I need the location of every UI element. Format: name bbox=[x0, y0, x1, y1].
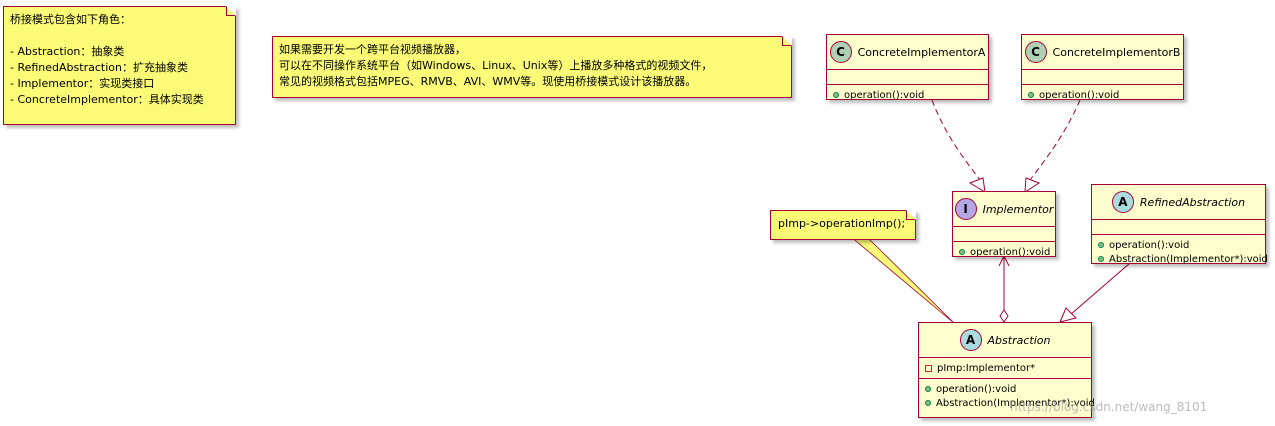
class-fields bbox=[1092, 220, 1265, 235]
method-row: operation():void bbox=[925, 382, 1085, 396]
public-visibility-icon bbox=[925, 386, 931, 392]
aggregation-diamond bbox=[999, 309, 1009, 323]
note-line: pImp->operationImp(); bbox=[778, 217, 906, 230]
realization-line-b bbox=[1029, 99, 1081, 181]
method-signature: Abstraction(Implementor*):void bbox=[1109, 253, 1268, 265]
class-stereotype-icon: C bbox=[1024, 41, 1047, 63]
note-line: 可以在不同操作系统平台（如Windows、Linux、Unix等）上播放多种格式… bbox=[279, 59, 713, 72]
note-line: - Abstraction：抽象类 bbox=[10, 45, 125, 58]
class-name: ConcreteImplementorB bbox=[1052, 45, 1181, 59]
generalization-line bbox=[1069, 262, 1131, 316]
class-header: C ConcreteImplementorB bbox=[1022, 35, 1183, 70]
method-signature: operation():void bbox=[1039, 89, 1120, 101]
class-methods: operation():void bbox=[827, 85, 988, 107]
note-line: - ConcreteImplementor：具体实现类 bbox=[10, 93, 204, 106]
class-name: Implementor bbox=[982, 202, 1054, 216]
note-line: 常见的视频格式包括MPEG、RMVB、AVI、WMV等。现使用桥接模式设计该播放… bbox=[279, 75, 697, 88]
generalization-arrow bbox=[1059, 307, 1077, 323]
class-methods: operation():void bbox=[1022, 85, 1183, 107]
method-row: operation():void bbox=[833, 88, 982, 102]
class-implementor[interactable]: I Implementor operation():void bbox=[952, 191, 1056, 258]
realization-arrow-a bbox=[968, 177, 986, 193]
class-header: C ConcreteImplementorA bbox=[827, 35, 988, 70]
scenario-note: 如果需要开发一个跨平台视频播放器， 可以在不同操作系统平台（如Windows、L… bbox=[272, 36, 792, 98]
public-visibility-icon bbox=[959, 249, 965, 255]
public-visibility-icon bbox=[1098, 242, 1104, 248]
class-header: A Abstraction bbox=[919, 323, 1091, 358]
class-concrete-implementor-b[interactable]: C ConcreteImplementorB operation():void bbox=[1021, 34, 1184, 101]
class-name: RefinedAbstraction bbox=[1139, 195, 1246, 209]
class-stereotype-icon: I bbox=[954, 198, 977, 220]
class-methods: operation():void Abstraction(Implementor… bbox=[1092, 235, 1268, 271]
note-fold bbox=[782, 36, 792, 46]
method-row: operation():void bbox=[1098, 238, 1259, 252]
watermark: https://blog.csdn.net/wang_8101 bbox=[1010, 400, 1208, 414]
method-row: Abstraction(Implementor*):void bbox=[925, 396, 1095, 410]
method-signature: operation():void bbox=[1109, 239, 1190, 251]
class-methods: operation():void Abstraction(Implementor… bbox=[919, 379, 1095, 415]
class-name: ConcreteImplementorA bbox=[857, 45, 986, 59]
field-row: pImp:Implementor* bbox=[925, 361, 1085, 375]
public-visibility-icon bbox=[1028, 92, 1034, 98]
field-signature: pImp:Implementor* bbox=[937, 362, 1036, 374]
note-fold bbox=[906, 210, 916, 220]
method-row: Abstraction(Implementor*):void bbox=[1098, 252, 1268, 266]
class-refined-abstraction[interactable]: A RefinedAbstraction operation():void Ab… bbox=[1091, 184, 1268, 265]
class-methods: operation():void bbox=[953, 242, 1055, 264]
method-signature: operation():void bbox=[844, 89, 925, 101]
method-signature: Abstraction(Implementor*):void bbox=[936, 397, 1095, 409]
public-visibility-icon bbox=[1098, 256, 1104, 262]
class-stereotype-icon: A bbox=[1111, 191, 1134, 213]
scenario-note-text: 如果需要开发一个跨平台视频播放器， 可以在不同操作系统平台（如Windows、L… bbox=[279, 42, 785, 90]
note-line bbox=[10, 28, 229, 44]
class-fields: pImp:Implementor* bbox=[919, 358, 1091, 379]
method-signature: operation():void bbox=[936, 383, 1017, 395]
class-stereotype-icon: A bbox=[959, 329, 982, 351]
private-visibility-icon bbox=[925, 364, 932, 372]
class-name: Abstraction bbox=[987, 333, 1051, 347]
note-line: - Implementor：实现类接口 bbox=[10, 77, 155, 90]
method-row: operation():void bbox=[1028, 88, 1177, 102]
realization-line-a bbox=[931, 99, 981, 181]
note-connector bbox=[848, 235, 956, 325]
class-header: I Implementor bbox=[953, 192, 1055, 227]
method-row: operation():void bbox=[959, 245, 1051, 259]
note-fold bbox=[226, 6, 236, 16]
roles-note: 桥接模式包含如下角色： - Abstraction：抽象类 - RefinedA… bbox=[3, 6, 236, 125]
roles-note-text: 桥接模式包含如下角色： - Abstraction：抽象类 - RefinedA… bbox=[10, 12, 229, 108]
note-line: 如果需要开发一个跨平台视频播放器， bbox=[279, 43, 466, 56]
note-line: - RefinedAbstraction：扩充抽象类 bbox=[10, 61, 188, 74]
impl-call-note: pImp->operationImp(); bbox=[770, 210, 916, 240]
class-fields bbox=[1022, 70, 1183, 85]
class-stereotype-icon: C bbox=[829, 41, 852, 63]
public-visibility-icon bbox=[925, 400, 931, 406]
class-concrete-implementor-a[interactable]: C ConcreteImplementorA operation():void bbox=[826, 34, 989, 101]
class-abstraction[interactable]: A Abstraction pImp:Implementor* operatio… bbox=[918, 322, 1095, 418]
note-line: 桥接模式包含如下角色： bbox=[10, 13, 131, 26]
class-header: A RefinedAbstraction bbox=[1092, 185, 1265, 220]
public-visibility-icon bbox=[833, 92, 839, 98]
realization-arrow-b bbox=[1024, 177, 1041, 193]
class-fields bbox=[953, 227, 1055, 242]
class-fields bbox=[827, 70, 988, 85]
method-signature: operation():void bbox=[970, 246, 1051, 258]
